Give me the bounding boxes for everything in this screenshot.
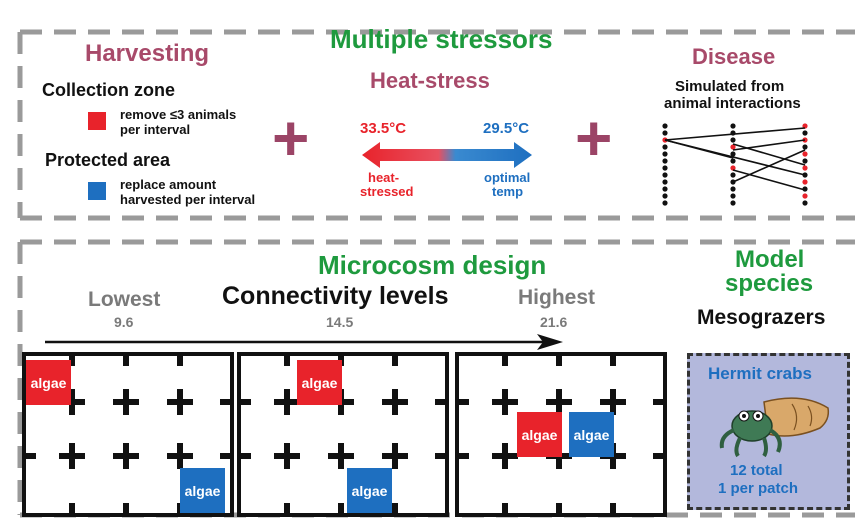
disease-desc-1: Simulated from bbox=[675, 78, 785, 95]
temperature-arrow-icon bbox=[362, 142, 532, 168]
hot-temp-label: 33.5°C bbox=[360, 120, 407, 137]
species-name: Hermit crabs bbox=[708, 364, 812, 383]
collection-desc-1: remove ≤3 animals bbox=[120, 107, 237, 122]
microcosm-title: Microcosm design bbox=[318, 250, 547, 280]
optimal-label-1: optimal bbox=[484, 170, 531, 185]
highest-value: 21.6 bbox=[540, 314, 568, 330]
hermit-crab-icon bbox=[719, 397, 830, 458]
lowest-label: Lowest bbox=[88, 288, 161, 311]
disease-title: Disease bbox=[692, 44, 776, 69]
optimal-temp-label: 29.5°C bbox=[483, 120, 530, 137]
model-subtitle: Mesograzers bbox=[697, 306, 826, 329]
heat-stress-title: Heat-stress bbox=[370, 68, 490, 93]
plus-icon-right: + bbox=[575, 102, 613, 174]
grid-low-connectivity: algae algae bbox=[22, 352, 234, 517]
heat-stressed-label-1: heat- bbox=[368, 170, 400, 185]
algae-patch: algae bbox=[347, 468, 392, 513]
collection-desc-2: per interval bbox=[120, 122, 191, 137]
stressors-title: Multiple stressors bbox=[330, 24, 553, 54]
species-per-patch: 1 per patch bbox=[718, 480, 799, 497]
model-title-2: species bbox=[725, 270, 814, 297]
plus-icon-left: + bbox=[272, 102, 310, 174]
lowest-value: 9.6 bbox=[114, 314, 134, 330]
algae-patch: algae bbox=[26, 360, 71, 405]
model-title-1: Model bbox=[735, 246, 805, 273]
highest-label: Highest bbox=[518, 286, 596, 309]
connectivity-arrow-icon bbox=[45, 334, 563, 350]
collection-zone-label: Collection zone bbox=[42, 80, 176, 100]
protected-desc-1: replace amount bbox=[120, 177, 217, 192]
species-panel: Hermit crabs 12 total 1 per patch bbox=[687, 353, 850, 510]
middle-value: 14.5 bbox=[326, 314, 354, 330]
algae-patch: algae bbox=[180, 468, 225, 513]
species-total: 12 total bbox=[730, 462, 783, 479]
collection-zone-swatch bbox=[88, 112, 106, 130]
grid-high-connectivity: algae algae bbox=[455, 352, 667, 517]
disease-desc-2: animal interactions bbox=[664, 95, 801, 112]
heat-stressed-label-2: stressed bbox=[360, 184, 414, 199]
protected-desc-2: harvested per interval bbox=[120, 192, 256, 207]
optimal-label-2: temp bbox=[492, 184, 524, 199]
algae-patch: algae bbox=[517, 412, 562, 457]
harvesting-title: Harvesting bbox=[85, 40, 210, 67]
protected-area-swatch bbox=[88, 182, 106, 200]
disease-network-icon bbox=[662, 123, 808, 206]
algae-patch: algae bbox=[569, 412, 614, 457]
barrier-crosses bbox=[241, 356, 445, 513]
connectivity-title: Connectivity levels bbox=[222, 282, 449, 310]
grid-medium-connectivity: algae algae bbox=[237, 352, 449, 517]
algae-patch: algae bbox=[297, 360, 342, 405]
protected-area-label: Protected area bbox=[45, 150, 171, 170]
